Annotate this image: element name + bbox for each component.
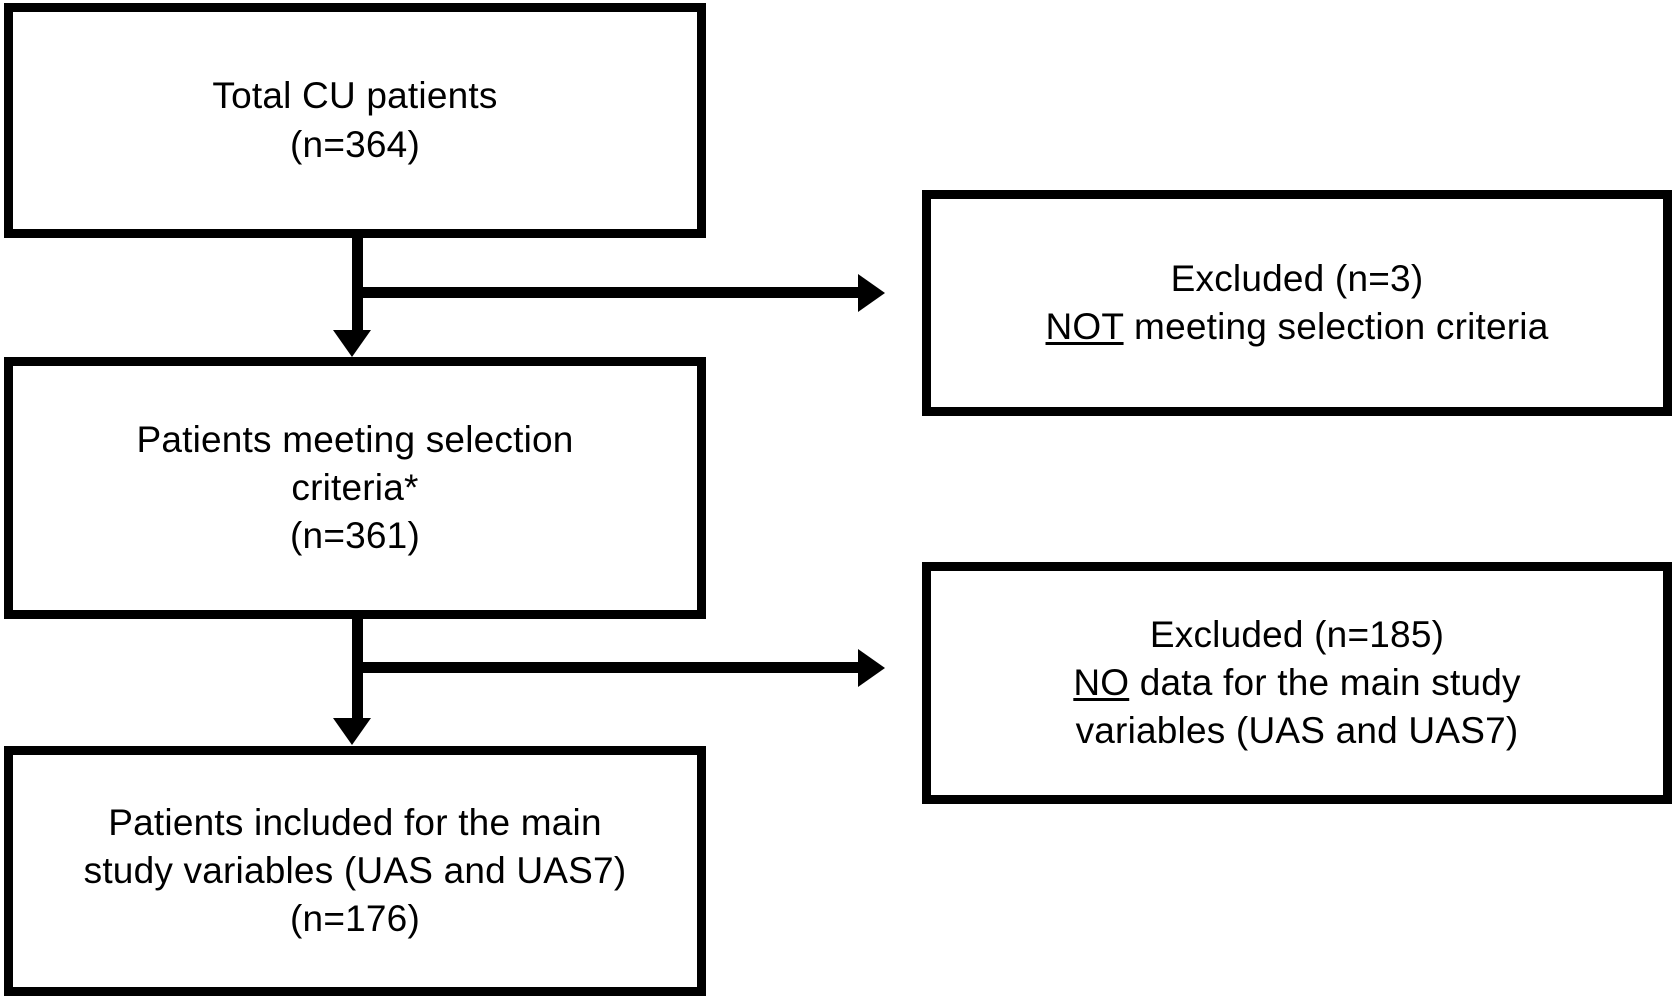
- node-excluded2-line2-rest: data for the main study: [1129, 661, 1521, 703]
- node-patients-included: Patients included for the main study var…: [4, 746, 706, 996]
- arrowhead-right-to-excluded2-icon: [858, 649, 885, 687]
- node-total-line1: Total CU patients: [212, 75, 498, 117]
- node-meeting-line2: criteria*: [291, 466, 419, 508]
- node-meeting-label: Patients meeting selection criteria* (n=…: [122, 416, 587, 560]
- node-excluded1-line1: Excluded (n=3): [1170, 257, 1424, 299]
- arrowhead-right-to-excluded1-icon: [858, 274, 885, 312]
- node-excluded-not-meeting-criteria: Excluded (n=3) NOT meeting selection cri…: [922, 190, 1672, 416]
- connector-meeting-to-excluded2-stem: [357, 662, 862, 673]
- connector-total-to-excluded1-stem: [357, 287, 862, 298]
- node-meeting-line1: Patients meeting selection: [136, 418, 574, 460]
- connector-total-to-meeting-stem: [352, 238, 363, 333]
- node-total-line2: (n=364): [290, 123, 420, 165]
- node-excluded1-line2: NOT meeting selection criteria: [1046, 306, 1549, 347]
- node-meeting-line3: (n=361): [290, 515, 420, 557]
- node-excluded-no-data: Excluded (n=185) NO data for the main st…: [922, 562, 1672, 804]
- node-patients-meeting-criteria: Patients meeting selection criteria* (n=…: [4, 357, 706, 619]
- node-included-line2: study variables (UAS and UAS7): [83, 849, 627, 891]
- node-excluded2-line1: Excluded (n=185): [1149, 613, 1445, 655]
- node-excluded2-line2: NO data for the main study: [1073, 662, 1520, 703]
- node-included-line1: Patients included for the main: [108, 801, 602, 843]
- node-excluded2-label: Excluded (n=185) NO data for the main st…: [1059, 611, 1534, 755]
- arrowhead-down-to-included-icon: [333, 718, 371, 745]
- node-excluded1-label: Excluded (n=3) NOT meeting selection cri…: [1032, 255, 1563, 351]
- node-excluded1-line2-rest: meeting selection criteria: [1123, 306, 1549, 347]
- node-excluded2-line3: variables (UAS and UAS7): [1075, 710, 1519, 752]
- node-included-label: Patients included for the main study var…: [70, 799, 641, 943]
- node-included-line3: (n=176): [290, 898, 420, 940]
- node-total-cu-patients-label: Total CU patients (n=364): [198, 72, 511, 168]
- node-excluded2-emphasis: NO: [1073, 661, 1130, 703]
- node-excluded1-emphasis: NOT: [1045, 306, 1124, 347]
- arrowhead-down-to-meeting-icon: [333, 330, 371, 357]
- node-total-cu-patients: Total CU patients (n=364): [4, 3, 706, 238]
